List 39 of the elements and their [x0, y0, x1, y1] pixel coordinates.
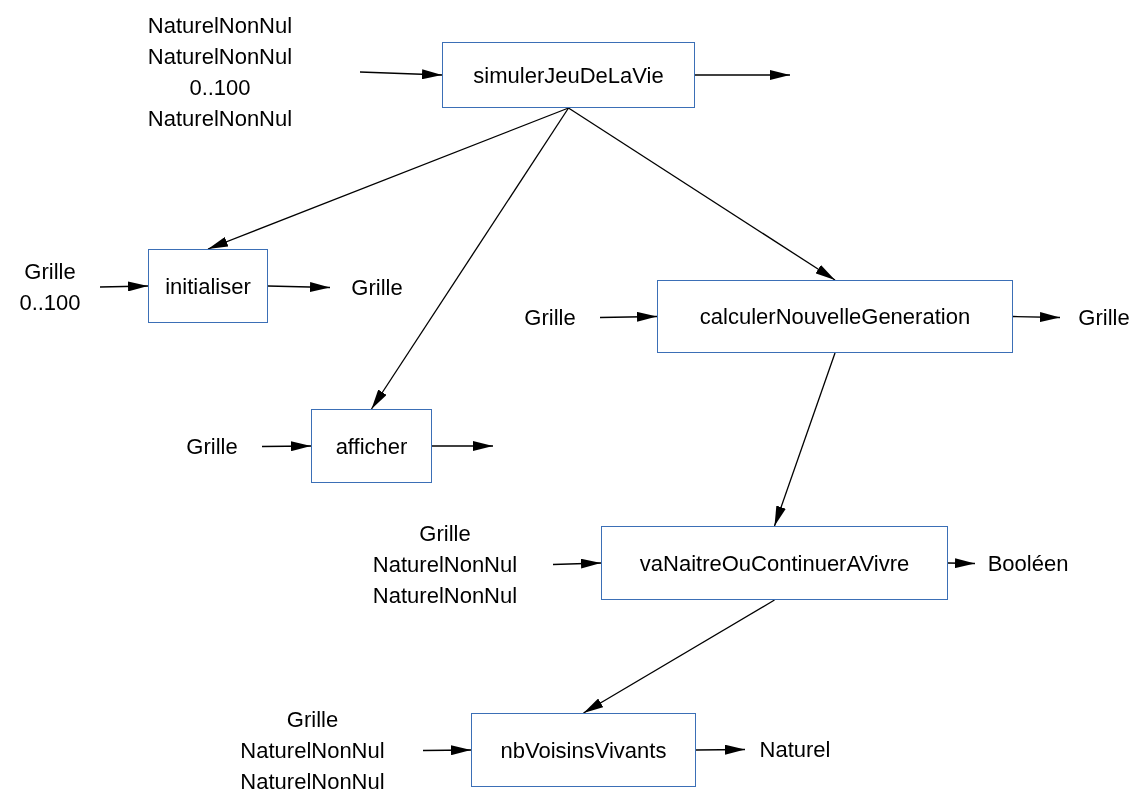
type-label: Grille NaturelNonNul NaturelNonNul	[371, 520, 519, 610]
function-box	[601, 526, 948, 600]
type-label: NaturelNonNul NaturelNonNul 0..100 NaturelNonNul	[146, 12, 294, 133]
arrow	[552, 558, 602, 569]
function-name: calculerNouvelleGeneration	[699, 303, 971, 331]
arrow	[99, 281, 149, 292]
arrow	[370, 107, 570, 410]
type-label: Grille	[186, 433, 238, 461]
function-name: initialiser	[165, 272, 251, 301]
type-label: Booléen	[987, 550, 1069, 578]
function-box	[311, 409, 432, 483]
function-name: simulerJeuDeLaVie	[473, 61, 664, 90]
function-name: nbVoisinsVivants	[500, 736, 667, 765]
arrow	[359, 69, 443, 80]
function-box	[442, 42, 695, 108]
arrow	[582, 599, 776, 714]
function-box	[657, 280, 1013, 353]
arrow	[422, 745, 472, 756]
type-label: Grille	[351, 274, 403, 302]
arrow	[207, 107, 570, 250]
arrow	[1012, 312, 1061, 323]
type-label: Grille	[524, 304, 576, 332]
function-name: vaNaitreOuContinuerAVivre	[639, 549, 910, 578]
arrow	[947, 558, 976, 569]
type-label: Grille	[1078, 304, 1130, 332]
arrow	[567, 107, 836, 281]
arrow	[267, 282, 331, 292]
arrow	[261, 441, 312, 452]
arrow	[694, 70, 791, 80]
function-box	[471, 713, 696, 787]
arrow	[431, 441, 494, 451]
arrow	[695, 744, 746, 755]
type-label: Grille 0..100	[18, 258, 82, 317]
arrow	[773, 352, 836, 527]
function-name: afficher	[335, 432, 408, 461]
type-label: Grille NaturelNonNul NaturelNonNul	[239, 706, 386, 796]
function-box	[148, 249, 268, 323]
arrow	[599, 311, 658, 322]
type-label: Naturel	[759, 736, 831, 764]
